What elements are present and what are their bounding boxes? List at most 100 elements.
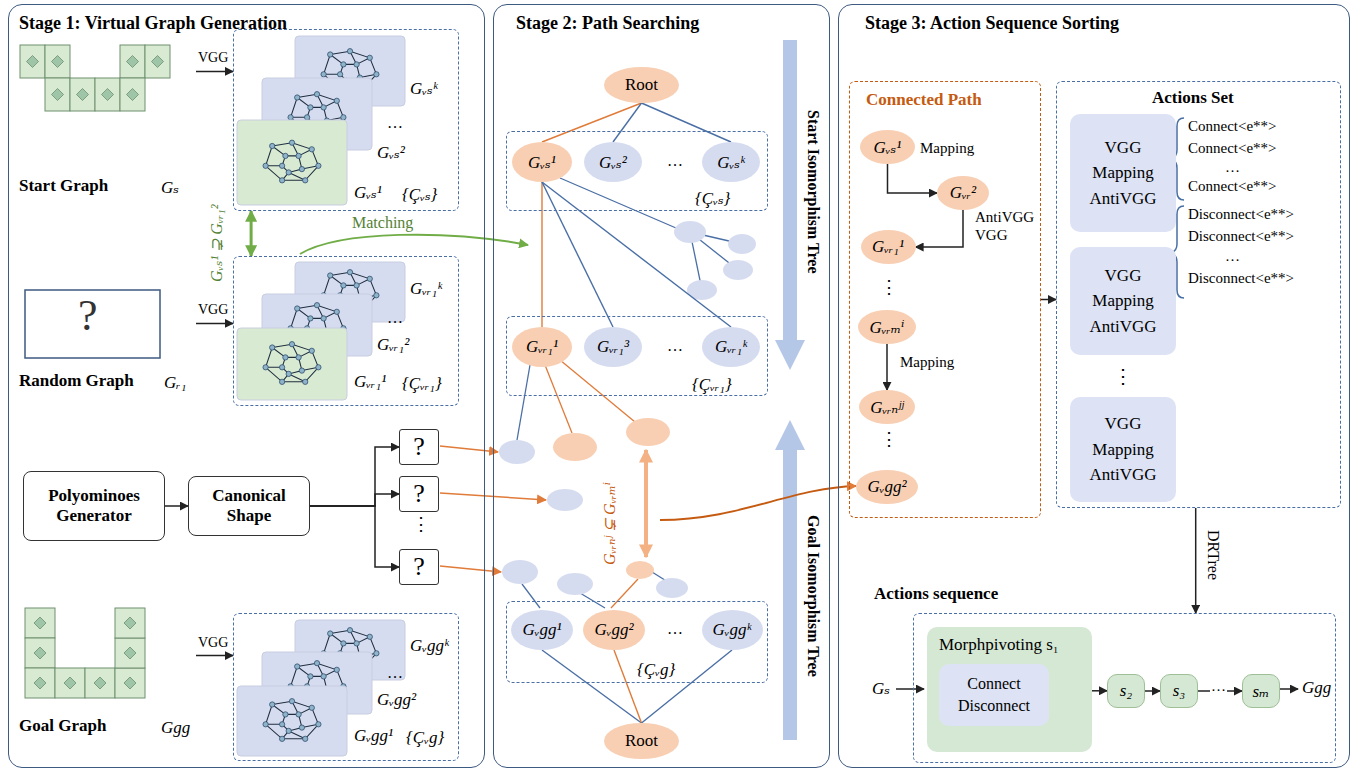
graph-icon: [263, 342, 321, 385]
node-text: ?: [413, 481, 425, 507]
node-text: s₂: [1120, 681, 1133, 701]
text-label: Matching: [352, 214, 413, 232]
connector: [542, 182, 731, 327]
grid-cell: [115, 638, 145, 668]
node-text: Goal Isomorphism Tree: [804, 515, 822, 677]
node-text: Root: [625, 731, 658, 751]
edge-label: Mapping: [900, 354, 954, 371]
graph-cards: [237, 36, 405, 756]
connector: [1195, 508, 1197, 613]
node-text: Gᵥggᵏ: [713, 620, 752, 640]
grid-cell-mark: [34, 617, 46, 629]
node-text: Gᵥₛ¹: [874, 137, 902, 158]
process-box: ?: [399, 549, 439, 585]
decor-ellipse: [547, 489, 583, 511]
grid-cell: [120, 45, 145, 78]
process-box: Polyominoes Generator: [23, 471, 165, 541]
node-text: Gᵥᵣ₁¹: [526, 337, 558, 357]
decor-line: [517, 365, 530, 440]
node-text: Start Graph: [19, 176, 108, 196]
goal-output-arrow: [1280, 688, 1298, 690]
edge-label: Mapping: [920, 140, 974, 157]
node-text: Gᵥgg²: [594, 620, 633, 640]
connector: [542, 182, 613, 327]
node-text: Actions Set: [1152, 88, 1234, 108]
connector: [888, 164, 938, 193]
grid-cell-mark: [77, 89, 89, 101]
grid-cell: [120, 78, 145, 111]
grid-cell: [25, 668, 55, 698]
node-text: Gᵥgg¹: [354, 726, 393, 746]
goal-tree-arrow: [775, 420, 805, 740]
node-text: …: [667, 620, 683, 638]
text-label: Ggg: [1302, 678, 1331, 698]
grid-cell-mark: [94, 677, 106, 689]
node-text: Actions sequence: [874, 584, 998, 604]
graph-node-ellipse: Gᵥᵣₙʲʲ: [859, 390, 915, 424]
node-text: Gₛ: [161, 177, 179, 198]
text-label: Disconnect<e**>: [1188, 270, 1294, 287]
node-text: {Çᵥg}: [406, 728, 444, 748]
graph-node-ellipse: Root: [604, 67, 679, 103]
node-text: {Çᵥᵣ₁}: [402, 374, 442, 394]
text-label: Connect<e**>: [1188, 118, 1277, 135]
node-text: ?: [413, 554, 425, 580]
grid-cell: [115, 668, 145, 698]
graph-node-ellipse: Gᵥᵣ₁³: [584, 327, 642, 367]
start-tree-arrow: [775, 40, 805, 370]
grid-cell: [45, 78, 70, 111]
decor-line: [522, 584, 540, 608]
decor-line: [611, 579, 638, 608]
grid-cell-mark: [52, 89, 64, 101]
text-label: Gᵥᵣₙʲ ⊊ Gᵥᵣₘⁱ: [600, 482, 619, 565]
text-label: Connect<e**>: [1188, 140, 1277, 157]
grid-cell: [45, 45, 70, 78]
graph-node-ellipse: Gᵥgg²: [856, 470, 918, 504]
graph-node-ellipse: Gᵥᵣ₁¹: [861, 230, 916, 264]
polyomino-grid: [20, 45, 170, 698]
connector: [541, 182, 542, 327]
text-label: Gₛ: [872, 678, 890, 699]
connector: [642, 103, 732, 142]
node-text: {Çᵥₛ}: [695, 188, 730, 209]
node-text: Connected Path: [866, 90, 982, 110]
grid-cell: [145, 45, 170, 78]
grid-cell-mark: [124, 617, 136, 629]
connector: [196, 655, 233, 657]
node-text: VGG Mapping AntiVGG: [1083, 263, 1163, 340]
decor-ellipse: [656, 578, 688, 598]
text-label: Connect<e**>: [1188, 178, 1277, 195]
dashed-group: Gᵥggᵏ…Gᵥgg²Gᵥgg¹{Çᵥg}: [233, 613, 459, 761]
graph-icon: [263, 140, 321, 183]
edge-label: VGG: [198, 302, 228, 318]
decor-ellipse: [557, 573, 593, 595]
graph-card: [237, 328, 347, 400]
text-label: ⋮: [880, 276, 898, 298]
graph-node-ellipse: Gᵥₛ²: [584, 142, 642, 182]
graph-node-ellipse: Gᵥₛᵏ: [702, 142, 760, 182]
grid-cell-mark: [34, 647, 46, 659]
node-text: {Çᵥᵣ₁}: [692, 375, 732, 395]
node-text: Connect Disconnect: [949, 673, 1039, 718]
text-label: …: [1225, 159, 1240, 176]
decor-ellipse: [626, 561, 654, 579]
text-label: …: [1225, 248, 1240, 265]
graph-node-ellipse: Gᵥgg²: [583, 610, 645, 650]
node-text: Stage 3: Action Sequence Sorting: [865, 13, 1119, 34]
start-input-arrow: [896, 688, 924, 690]
dashed-group: Gᵥᵣ₁ᵏ…Gᵥᵣ₁²Gᵥᵣ₁¹{Çᵥᵣ₁}: [233, 256, 459, 406]
node-text: Gᵥₛ²: [377, 142, 405, 163]
node-text: …: [387, 309, 403, 327]
connector: [310, 447, 399, 506]
connector: [310, 494, 399, 506]
node-text: Gᵥᵣ₁²: [377, 335, 409, 355]
decor-ellipse: [626, 418, 670, 446]
grid-cell-mark: [152, 56, 164, 68]
graph-node-ellipse: Gᵥᵣ²: [937, 176, 989, 210]
rounded-box: VGG Mapping AntiVGG: [1070, 114, 1176, 232]
grid-cell-mark: [34, 677, 46, 689]
grid-cell-mark: [27, 56, 39, 68]
text-label: ⋮: [880, 428, 898, 450]
connector: [196, 323, 233, 325]
grid-cell-mark: [124, 647, 136, 659]
